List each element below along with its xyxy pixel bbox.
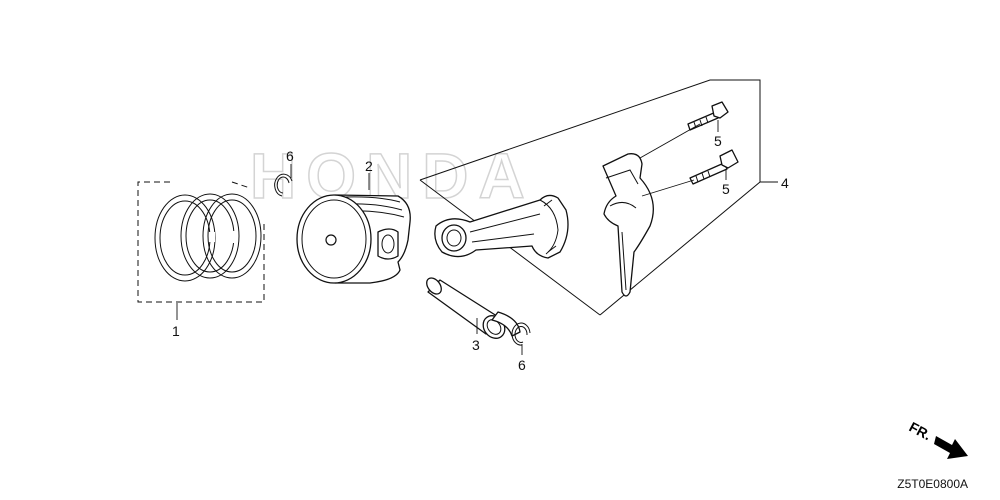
piston-pin [426, 277, 521, 339]
assembly-bracket [419, 79, 761, 316]
piston [296, 173, 411, 284]
callout-6-upper: 6 [286, 148, 294, 164]
connecting-rod-assembly [419, 79, 778, 316]
rod-bolt-upper [687, 101, 729, 132]
callout-6-lower: 6 [518, 357, 526, 373]
diagram-code: Z5T0E0800A [897, 477, 968, 491]
callout-3: 3 [472, 337, 480, 353]
arrow-right-icon [934, 436, 968, 459]
front-direction-label: FR. [907, 419, 934, 444]
callout-2: 2 [365, 158, 373, 174]
piston-ring-set [137, 181, 265, 320]
piston-ring-3 [202, 193, 262, 279]
piston-pin-clip-lower [511, 322, 531, 355]
front-direction-indicator: FR. [907, 419, 968, 459]
callout-1: 1 [172, 323, 180, 339]
callout-5-upper: 5 [714, 133, 722, 149]
callout-4: 4 [781, 175, 789, 191]
connecting-rod-cap [602, 153, 654, 297]
piston-pin-clip-upper [274, 164, 293, 197]
rod-bolt-lower [689, 149, 739, 185]
connecting-rod [434, 194, 569, 259]
ring-set-bracket [137, 181, 265, 303]
callout-5-lower: 5 [722, 181, 730, 197]
